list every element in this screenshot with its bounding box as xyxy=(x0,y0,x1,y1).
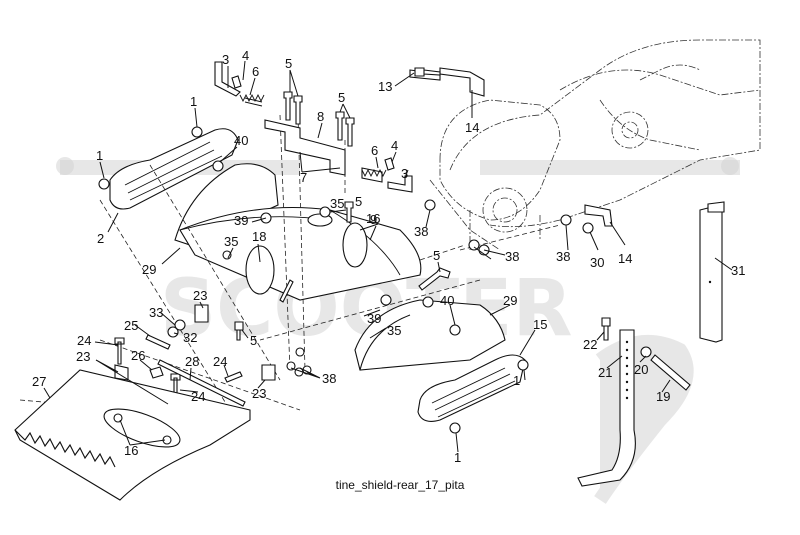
callout-24: 24 xyxy=(213,354,227,369)
callout-24: 24 xyxy=(191,389,205,404)
callout-40: 40 xyxy=(234,133,248,148)
callout-25: 25 xyxy=(124,318,138,333)
callout-14: 14 xyxy=(618,251,632,266)
callout-35: 35 xyxy=(387,323,401,338)
callout-23: 23 xyxy=(76,349,90,364)
callout-14: 14 xyxy=(465,120,479,135)
callout-7: 7 xyxy=(300,170,307,185)
side-shield-right xyxy=(354,299,506,371)
depth-stake xyxy=(577,329,636,487)
main-hood xyxy=(179,206,422,301)
callout-32: 32 xyxy=(183,330,197,345)
leader-lines xyxy=(43,60,733,453)
callout-35: 35 xyxy=(224,234,238,249)
callout-21: 21 xyxy=(598,365,612,380)
callout-1: 1 xyxy=(513,373,520,388)
callout-3: 3 xyxy=(401,166,408,181)
callout-13: 13 xyxy=(378,79,392,94)
callout-6: 6 xyxy=(371,143,378,158)
callout-30: 30 xyxy=(590,255,604,270)
tiller-frame-outline xyxy=(429,39,761,251)
callout-23: 23 xyxy=(193,288,207,303)
bolts xyxy=(234,67,611,341)
tine-shield-right xyxy=(417,354,526,422)
callout-5: 5 xyxy=(250,333,257,348)
depth-bar xyxy=(699,201,725,343)
callout-5: 5 xyxy=(355,194,362,209)
callout-9: 9 xyxy=(370,212,377,227)
callout-8: 8 xyxy=(317,109,324,124)
callout-16-main: 16 xyxy=(366,211,380,226)
callout-38: 38 xyxy=(556,249,570,264)
callout-22: 22 xyxy=(583,337,597,352)
callout-39: 39 xyxy=(367,311,381,326)
bracket-14-right xyxy=(584,204,613,227)
callout-38: 38 xyxy=(322,371,336,386)
callout-39: 39 xyxy=(234,213,248,228)
callout-26: 26 xyxy=(131,348,145,363)
callout-29: 29 xyxy=(503,293,517,308)
callout-33: 33 xyxy=(149,305,163,320)
callout-2: 2 xyxy=(97,231,104,246)
callout-5: 5 xyxy=(285,56,292,71)
callout-1: 1 xyxy=(454,450,461,465)
springs xyxy=(239,93,387,178)
callout-19: 19 xyxy=(656,389,670,404)
callout-23: 23 xyxy=(252,386,266,401)
diagram-caption: tine_shield-rear_17_pita xyxy=(335,478,465,492)
rods xyxy=(214,61,413,193)
callout-35: 35 xyxy=(330,196,344,211)
tine-shield-left xyxy=(109,128,239,210)
pins xyxy=(114,279,294,407)
callout-18: 18 xyxy=(252,229,266,244)
callout-1: 1 xyxy=(190,94,197,109)
rear-flap xyxy=(14,369,251,501)
callout-15: 15 xyxy=(533,317,547,332)
callout-38: 38 xyxy=(505,249,519,264)
callout-4: 4 xyxy=(391,138,398,153)
callout-numbers: 1 1 1 1 2 3 3 4 4 5 5 5 5 5 6 6 7 8 9 13… xyxy=(32,48,745,465)
callout-20: 20 xyxy=(634,362,648,377)
callout-31: 31 xyxy=(731,263,745,278)
callout-27: 27 xyxy=(32,374,46,389)
callout-24: 24 xyxy=(77,333,91,348)
callout-6: 6 xyxy=(252,64,259,79)
callout-40: 40 xyxy=(440,293,454,308)
small-brackets xyxy=(114,304,276,413)
callout-5: 5 xyxy=(338,90,345,105)
callout-28: 28 xyxy=(185,354,199,369)
hitch-pin xyxy=(650,354,691,391)
callout-3: 3 xyxy=(222,52,229,67)
callout-16: 16 xyxy=(124,443,138,458)
callout-38: 38 xyxy=(414,224,428,239)
callout-29: 29 xyxy=(142,262,156,277)
callout-4: 4 xyxy=(242,48,249,63)
callout-1: 1 xyxy=(96,148,103,163)
callout-5: 5 xyxy=(433,248,440,263)
